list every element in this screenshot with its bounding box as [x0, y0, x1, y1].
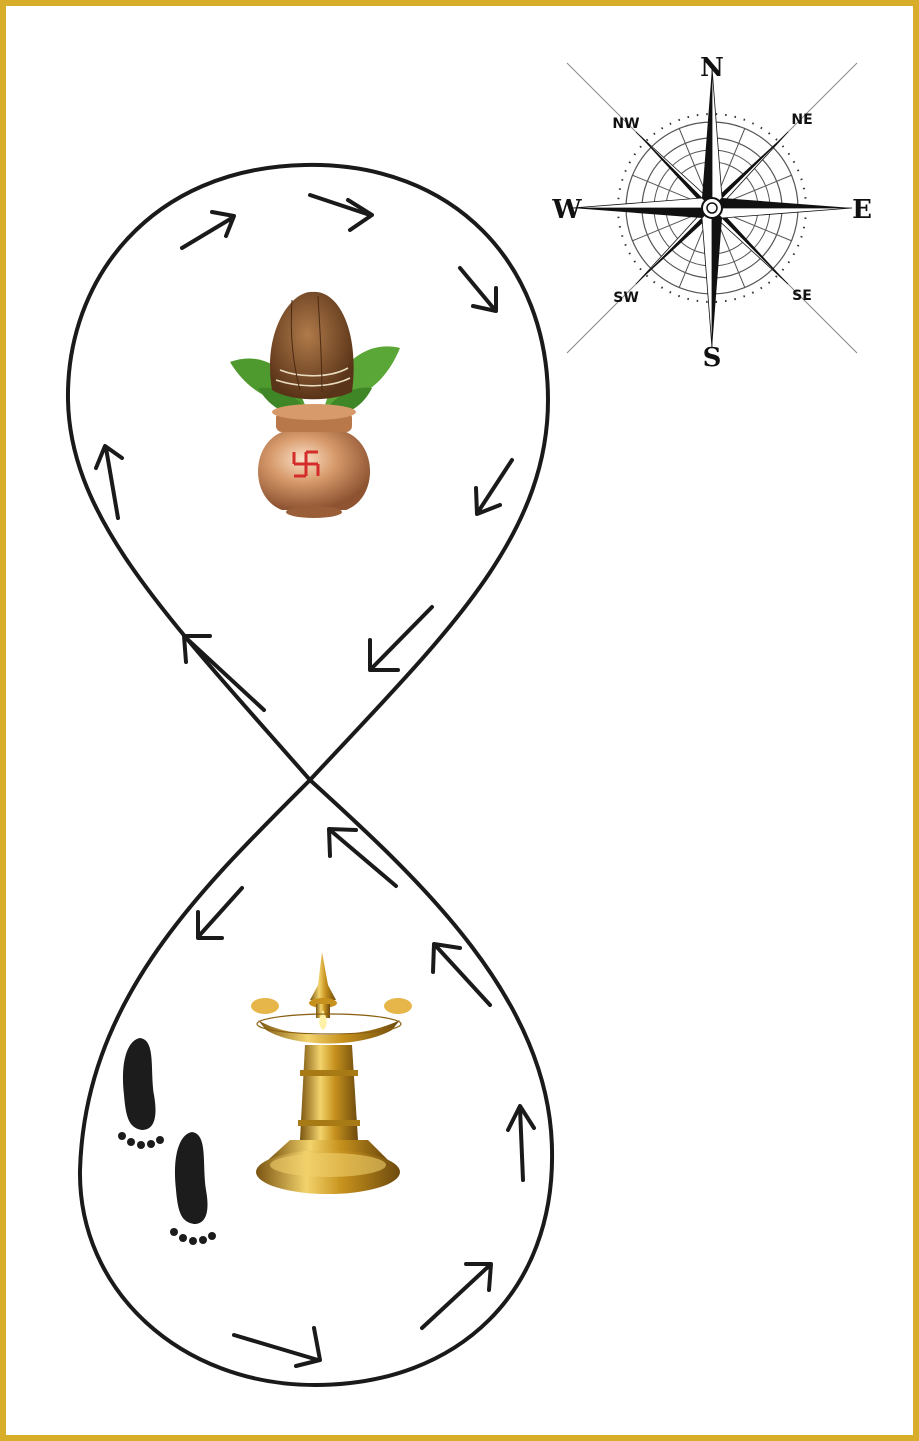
compass-southeast-label: SE	[792, 288, 812, 304]
lamp-icon	[251, 952, 412, 1194]
arrow-4	[476, 460, 512, 514]
arrow-13	[234, 1328, 320, 1366]
arrow-1	[182, 212, 234, 248]
compass-west-label: W	[551, 195, 582, 225]
compass-northeast-label: NE	[791, 112, 812, 128]
arrow-6	[184, 636, 264, 710]
arrow-12	[422, 1264, 491, 1328]
compass-north-label: N	[700, 53, 724, 83]
compass-rose: N S E W NE NW SE SW	[551, 53, 872, 373]
kalash-icon	[230, 292, 400, 518]
footprint-lower	[170, 1132, 216, 1245]
arrow-11	[508, 1106, 534, 1180]
footprint-upper	[118, 1038, 164, 1149]
arrow-8	[329, 829, 396, 886]
arrow-9	[198, 888, 242, 938]
arrow-7	[96, 446, 122, 518]
compass-southwest-label: SW	[613, 290, 639, 306]
compass-south-label: S	[703, 343, 722, 373]
arrow-3	[460, 268, 496, 311]
compass-northwest-label: NW	[612, 116, 639, 132]
footprints-icon	[118, 1038, 216, 1245]
compass-east-label: E	[852, 195, 872, 225]
arrow-10	[433, 944, 490, 1005]
arrow-2	[310, 195, 372, 230]
